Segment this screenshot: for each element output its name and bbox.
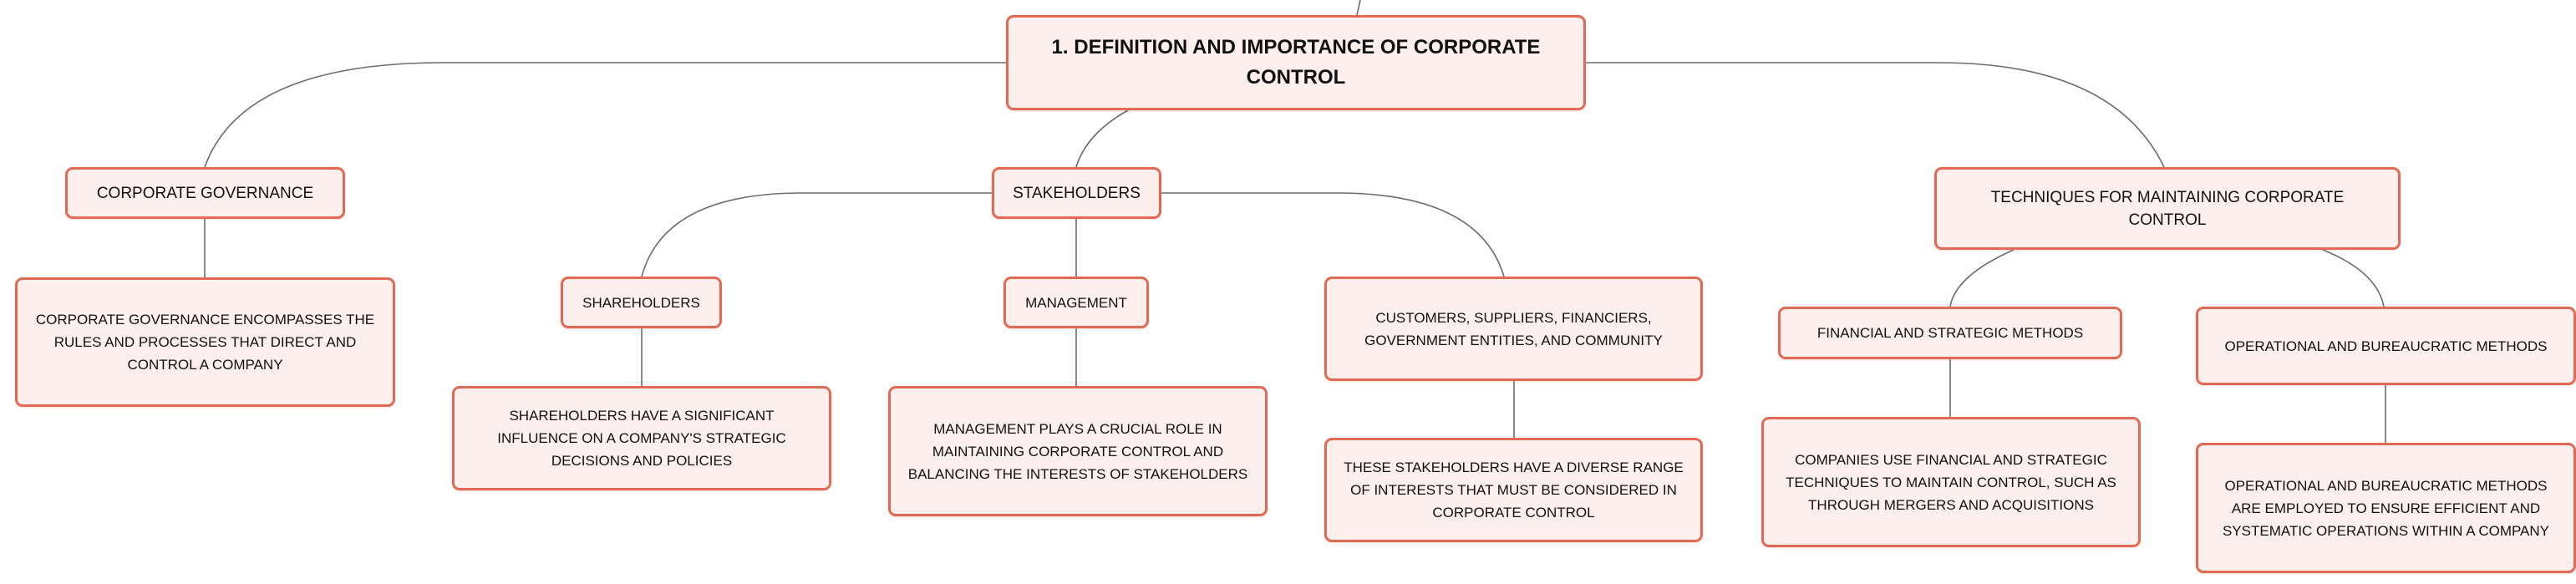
connector-root-cg	[204, 62, 1006, 168]
other-stakeholders-label: CUSTOMERS, SUPPLIERS, FINANCIERS, GOVERN…	[1364, 309, 1663, 348]
stakeholders-label: STAKEHOLDERS	[1013, 184, 1141, 202]
stakeholders-node[interactable]: STAKEHOLDERS	[992, 167, 1161, 219]
management-detail-text: MANAGEMENT PLAYS A CRUCIAL ROLE IN MAINT…	[907, 420, 1248, 482]
shareholders-detail-text: SHAREHOLDERS HAVE A SIGNIFICANT INFLUENC…	[497, 408, 786, 469]
root-topic-label: 1. DEFINITION AND IMPORTANCE OF CORPORAT…	[1051, 36, 1541, 89]
operational-methods-node[interactable]: OPERATIONAL AND BUREAUCRATIC METHODS	[2196, 307, 2576, 385]
connector-stakeholders-others	[1161, 192, 1505, 277]
connector-root-stakeholders	[1075, 109, 1129, 168]
connector-stakeholders-shareholders	[641, 192, 992, 277]
other-stakeholders-node[interactable]: CUSTOMERS, SUPPLIERS, FINANCIERS, GOVERN…	[1324, 277, 1703, 381]
operational-methods-detail-node[interactable]: OPERATIONAL AND BUREAUCRATIC METHODS ARE…	[2196, 443, 2576, 573]
techniques-label: TECHNIQUES FOR MAINTAINING CORPORATE CON…	[1990, 188, 2345, 229]
operational-methods-label: OPERATIONAL AND BUREAUCRATIC METHODS	[2224, 338, 2548, 354]
operational-methods-detail-text: OPERATIONAL AND BUREAUCRATIC METHODS ARE…	[2222, 477, 2550, 539]
financial-methods-detail-node[interactable]: COMPANIES USE FINANCIAL AND STRATEGIC TE…	[1761, 417, 2141, 547]
connector-techniques-operational	[2322, 249, 2385, 307]
management-label: MANAGEMENT	[1025, 294, 1127, 311]
financial-methods-detail-text: COMPANIES USE FINANCIAL AND STRATEGIC TE…	[1786, 451, 2116, 513]
techniques-node[interactable]: TECHNIQUES FOR MAINTAINING CORPORATE CON…	[1934, 167, 2401, 250]
root-topic-node[interactable]: 1. DEFINITION AND IMPORTANCE OF CORPORAT…	[1006, 15, 1586, 110]
other-stakeholders-detail-node[interactable]: THESE STAKEHOLDERS HAVE A DIVERSE RANGE …	[1324, 438, 1703, 542]
shareholders-node[interactable]: SHAREHOLDERS	[561, 277, 722, 328]
other-stakeholders-detail-text: THESE STAKEHOLDERS HAVE A DIVERSE RANGE …	[1344, 460, 1684, 521]
connector-root-up	[1356, 0, 1361, 16]
corporate-governance-detail-node[interactable]: CORPORATE GOVERNANCE ENCOMPASSES THE RUL…	[15, 277, 395, 407]
financial-methods-label: FINANCIAL AND STRATEGIC METHODS	[1816, 325, 2084, 341]
financial-methods-node[interactable]: FINANCIAL AND STRATEGIC METHODS	[1778, 307, 2122, 359]
connector-techniques-financial	[1949, 249, 2015, 307]
shareholders-label: SHAREHOLDERS	[582, 294, 700, 311]
shareholders-detail-node[interactable]: SHAREHOLDERS HAVE A SIGNIFICANT INFLUENC…	[452, 386, 831, 490]
management-node[interactable]: MANAGEMENT	[1003, 277, 1149, 328]
corporate-governance-node[interactable]: CORPORATE GOVERNANCE	[65, 167, 345, 219]
management-detail-node[interactable]: MANAGEMENT PLAYS A CRUCIAL ROLE IN MAINT…	[888, 386, 1268, 516]
corporate-governance-detail-text: CORPORATE GOVERNANCE ENCOMPASSES THE RUL…	[35, 312, 375, 373]
connector-root-techniques	[1586, 62, 2165, 168]
corporate-governance-label: CORPORATE GOVERNANCE	[96, 184, 314, 202]
